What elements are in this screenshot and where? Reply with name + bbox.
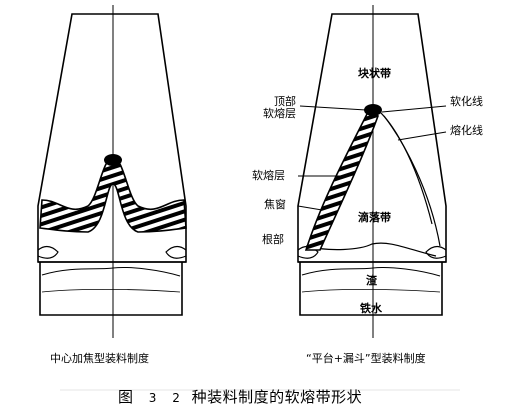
right-hearth bbox=[299, 262, 443, 316]
right-cohesive-zone bbox=[304, 104, 382, 251]
left-tuyere-left bbox=[37, 245, 59, 259]
figure-caption-text: 种装料制度的软熔带形状 bbox=[191, 388, 363, 406]
left-hearth bbox=[39, 262, 183, 316]
right-tuyere-left bbox=[297, 245, 319, 259]
label-lump-zone: 块状带 bbox=[358, 67, 391, 80]
label-melting-line: 熔化线 bbox=[450, 124, 483, 137]
label-root: 根部 bbox=[262, 233, 284, 246]
right-furnace bbox=[297, 5, 447, 338]
figure-caption-num1: 3 bbox=[148, 391, 157, 405]
figure-caption-num2: 2 bbox=[172, 391, 181, 405]
left-cohesive-zone bbox=[39, 154, 187, 233]
label-cohesive-layer: 软熔层 bbox=[252, 169, 285, 182]
figure-caption-prefix: 图 bbox=[118, 388, 134, 406]
right-panel-caption: “平台+漏斗”型装料制度 bbox=[306, 352, 426, 365]
right-tuyere-right bbox=[425, 245, 447, 259]
label-coke-window: 焦窗 bbox=[264, 198, 286, 211]
melting-line bbox=[383, 115, 441, 247]
label-slag: 渣 bbox=[366, 274, 377, 287]
label-hot-metal: 铁水 bbox=[360, 302, 382, 315]
label-top-cohesive: 顶部 软熔层 bbox=[263, 95, 296, 120]
softening-line bbox=[379, 111, 433, 225]
label-softening-line: 软化线 bbox=[450, 95, 483, 108]
figure-caption: 图 3 2 种装料制度的软熔带形状 bbox=[118, 386, 362, 407]
leader-lines bbox=[297, 105, 447, 211]
left-tuyere-right bbox=[165, 245, 187, 259]
left-furnace bbox=[37, 5, 187, 338]
label-dripping-zone: 滴落带 bbox=[358, 211, 391, 224]
left-panel-caption: 中心加焦型装料制度 bbox=[50, 352, 149, 365]
